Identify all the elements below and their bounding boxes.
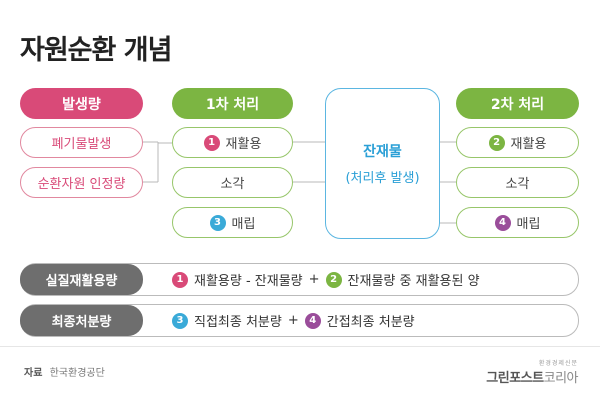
disposal-amount-label: 최종처분량 [20, 305, 143, 336]
first-landfill: 3 매립 [172, 207, 293, 238]
header-first-treatment: 1차 처리 [172, 88, 293, 119]
number-4-icon: 4 [494, 214, 511, 231]
second-recycling-label: 재활용 [510, 137, 547, 152]
formula-term-1: 재활용량 - 잔재물량 [194, 274, 303, 289]
formula-term-3: 직접최종 처분량 [194, 315, 282, 330]
first-landfill-label: 매립 [231, 217, 256, 232]
number-3-icon: 3 [209, 214, 226, 231]
second-landfill-label: 매립 [516, 217, 541, 232]
connector-to-residue [293, 141, 325, 183]
plus-sign: + [287, 313, 299, 328]
number-3-icon: 3 [172, 312, 188, 329]
first-recycling-label: 재활용 [225, 137, 262, 152]
logo-tagline: 환경경제신문 [538, 360, 578, 367]
logo-bold: 그린포스트 [486, 371, 544, 386]
residue-sublabel: (처리후 발생) [345, 171, 420, 186]
residue-box: 잔재물 (처리후 발생) [325, 88, 440, 239]
first-recycling: 1 재활용 [172, 127, 293, 158]
recycling-amount-label: 실질재활용량 [20, 264, 143, 295]
number-4-icon: 4 [304, 312, 321, 329]
second-incineration: 소각 [456, 167, 579, 198]
formula-term-2: 잔재물량 중 재활용된 양 [347, 274, 480, 289]
residue-label: 잔재물 [363, 144, 402, 160]
greenpost-logo: 환경경제신문 그린포스트코리아 [486, 358, 578, 386]
connector-generation [143, 141, 172, 183]
footer-divider [0, 346, 600, 347]
generation-item-waste: 폐기물발생 [20, 127, 143, 158]
formula-term-4: 간접최종 처분량 [326, 315, 415, 330]
header-generation: 발생량 [20, 88, 143, 119]
second-recycling: 2 재활용 [456, 127, 579, 158]
number-2-icon: 2 [325, 271, 342, 288]
second-landfill: 4 매립 [456, 207, 579, 238]
connector-from-residue [440, 141, 456, 224]
generation-item-recognized: 순환자원 인정량 [20, 167, 143, 198]
page-title: 자원순환 개념 [20, 35, 172, 66]
recycling-amount-formula: 1 재활용량 - 잔재물량 + 2 잔재물량 중 재활용된 양 [172, 264, 480, 295]
source-value: 한국환경공단 [49, 368, 105, 379]
logo-light: 코리아 [543, 371, 579, 386]
number-2-icon: 2 [488, 134, 505, 151]
source-label: 자료 [24, 368, 43, 379]
number-1-icon: 1 [203, 134, 220, 151]
first-incineration-label: 소각 [220, 177, 245, 192]
disposal-amount-formula: 3 직접최종 처분량 + 4 간접최종 처분량 [172, 305, 415, 336]
source-note: 자료 한국환경공단 [24, 364, 105, 379]
first-incineration: 소각 [172, 167, 293, 198]
second-incineration-label: 소각 [505, 177, 530, 192]
plus-sign: + [308, 272, 320, 287]
logo-wordmark: 그린포스트코리아 [486, 367, 578, 386]
number-1-icon: 1 [172, 271, 188, 288]
header-second-treatment: 2차 처리 [456, 88, 579, 119]
